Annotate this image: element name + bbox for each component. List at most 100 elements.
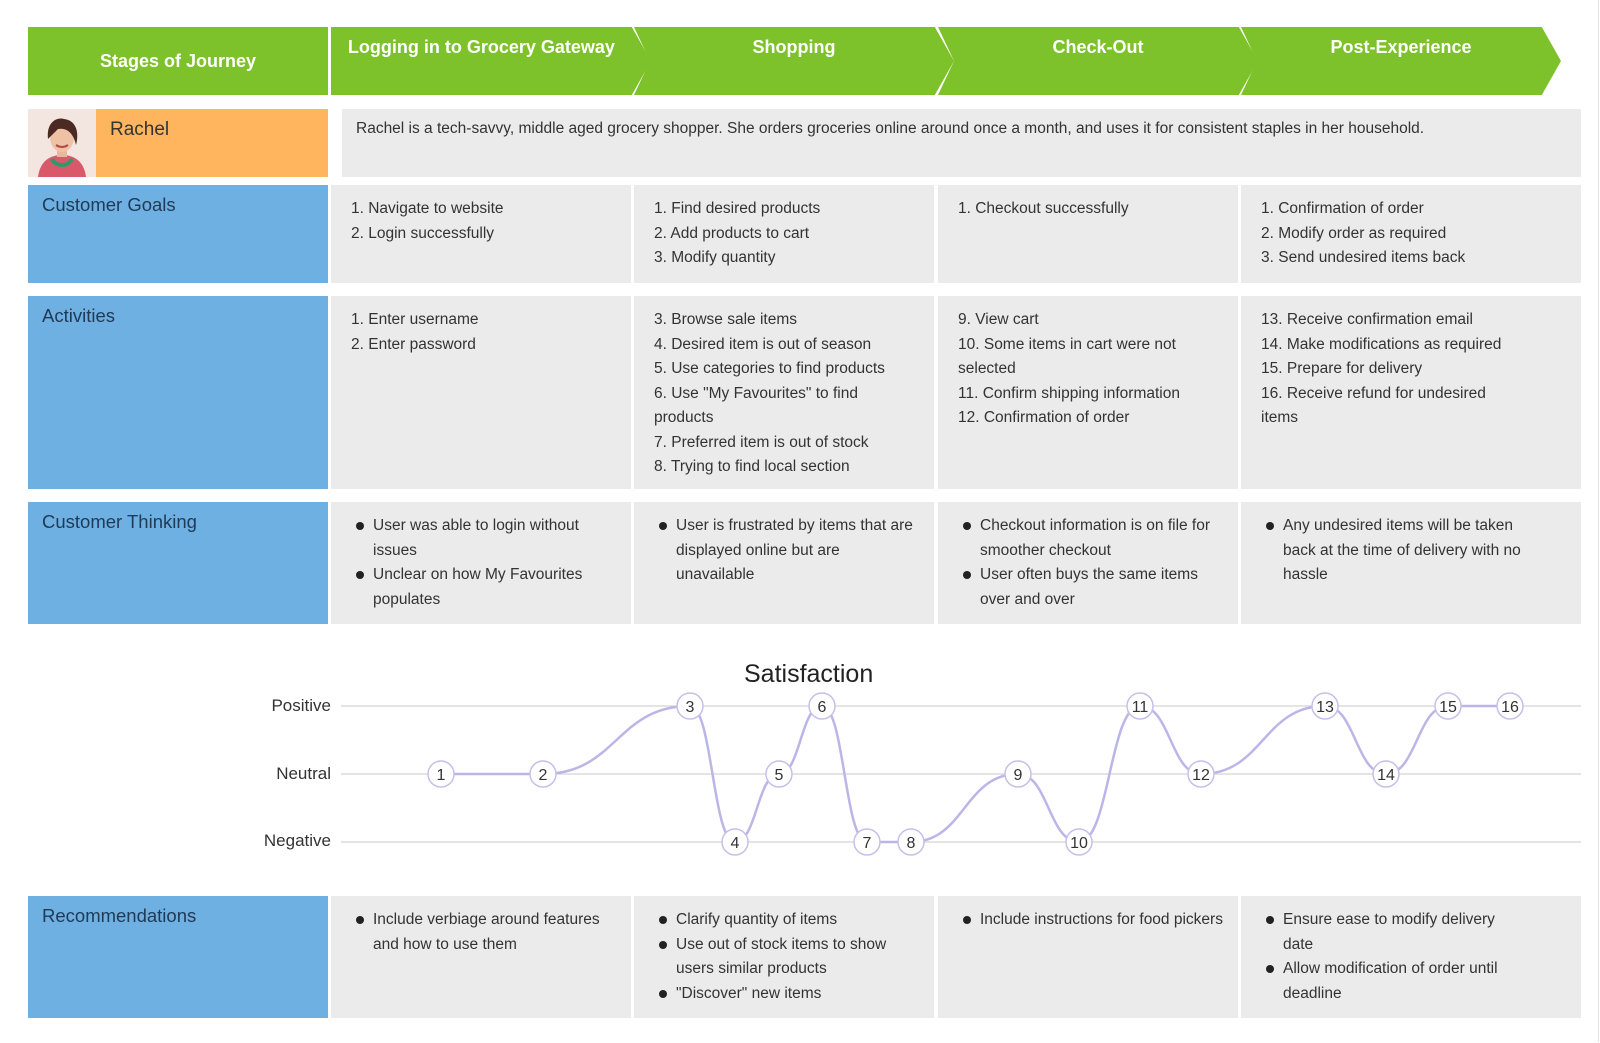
list-item: 1. Checkout successfully <box>958 200 1129 217</box>
satisfaction-point-label-7: 7 <box>863 835 872 852</box>
list-item: 3. Modify quantity <box>654 249 776 266</box>
list-item: Unclear on how My Favourites populates <box>356 563 617 612</box>
list-item: Clarify quantity of items <box>659 908 920 933</box>
satisfaction-point-16 <box>1496 692 1524 720</box>
list-item: 3. Send undesired items back <box>1261 249 1466 266</box>
activities-cell-logging-in: 1. Enter username 2. Enter password <box>331 296 631 489</box>
list-item: 16. Receive refund for undesired items <box>1261 384 1486 427</box>
list-item: Allow modification of order until deadli… <box>1266 957 1527 1006</box>
row-label-customer-thinking: Customer Thinking <box>28 502 328 624</box>
satisfaction-point-label-9: 9 <box>1014 767 1023 784</box>
list-item: 8. Trying to find local section <box>654 458 850 475</box>
list-item: 3. Browse sale items <box>654 311 797 328</box>
goals-cell-post-experience: 1. Confirmation of order 2. Modify order … <box>1241 185 1581 283</box>
satisfaction-point-label-11: 11 <box>1132 699 1149 716</box>
stage-label: Post-Experience <box>1330 37 1472 57</box>
satisfaction-point-label-1: 1 <box>437 767 446 784</box>
satisfaction-point-10 <box>1065 828 1093 856</box>
satisfaction-title: Satisfaction <box>744 660 874 688</box>
activities-cell-shopping: 3. Browse sale items 4. Desired item is … <box>634 296 934 489</box>
thinking-cell-post-experience: Any undesired items will be taken back a… <box>1241 502 1581 624</box>
list-item: 6. Use "My Favourites" to find products <box>654 384 858 427</box>
satisfaction-point-label-12: 12 <box>1192 767 1210 784</box>
satisfaction-point-3 <box>676 692 704 720</box>
satisfaction-point-label-10: 10 <box>1070 835 1088 852</box>
stage-shopping: Shopping <box>634 27 954 95</box>
row-label-activities: Activities <box>28 296 328 489</box>
satisfaction-point-14 <box>1372 760 1400 788</box>
list-item: 1. Find desired products <box>654 200 821 217</box>
list-item: "Discover" new items <box>659 982 920 1007</box>
stages-of-journey-label: Stages of Journey <box>28 27 328 95</box>
satisfaction-point-label-15: 15 <box>1439 699 1457 716</box>
satisfaction-point-label-5: 5 <box>775 767 784 784</box>
goals-cell-shopping: 1. Find desired products 2. Add products … <box>634 185 934 283</box>
list-item: 2. Modify order as required <box>1261 224 1447 242</box>
stage-label: Check-Out <box>1052 37 1144 57</box>
list-item: User often buys the same items over and … <box>963 563 1224 612</box>
persona-portrait-image <box>28 109 96 177</box>
list-item: User is frustrated by items that are dis… <box>659 514 920 588</box>
satisfaction-point-2 <box>529 760 557 788</box>
list-item: 7. Preferred item is out of stock <box>654 433 869 451</box>
stage-check-out: Check-Out <box>938 27 1258 95</box>
list-item: Use out of stock items to show users sim… <box>659 933 920 982</box>
list-item: Include instructions for food pickers <box>963 908 1224 933</box>
level-label-positive: Positive <box>271 696 331 715</box>
goals-cell-logging-in: 1. Navigate to website 2. Login successfu… <box>331 185 631 283</box>
recommendations-cell-logging-in: Include verbiage around features and how… <box>331 896 631 1018</box>
satisfaction-point-5 <box>765 760 793 788</box>
satisfaction-point-15 <box>1434 692 1462 720</box>
persona-description: Rachel is a tech-savvy, middle aged groc… <box>342 109 1581 177</box>
satisfaction-point-label-8: 8 <box>907 835 916 852</box>
satisfaction-point-6 <box>808 692 836 720</box>
satisfaction-point-7 <box>853 828 881 856</box>
level-label-negative: Negative <box>263 831 331 850</box>
list-item: Include verbiage around features and how… <box>356 908 617 957</box>
list-item: 1. Navigate to website <box>351 200 504 217</box>
stage-label: Logging in to Grocery Gateway <box>347 37 615 57</box>
satisfaction-point-1 <box>427 760 455 788</box>
list-item: 4. Desired item is out of season <box>654 335 872 353</box>
list-item: 9. View cart <box>958 311 1039 328</box>
stage-label: Shopping <box>752 37 836 57</box>
thinking-cell-check-out: Checkout information is on file for smoo… <box>938 502 1238 624</box>
row-label-customer-goals: Customer Goals <box>28 185 328 283</box>
list-item: 5. Use categories to find products <box>654 360 885 377</box>
list-item: 2. Login successfully <box>351 224 495 242</box>
satisfaction-point-13 <box>1311 692 1339 720</box>
satisfaction-point-12 <box>1187 760 1215 788</box>
level-label-neutral: Neutral <box>276 764 331 783</box>
thinking-cell-shopping: User is frustrated by items that are dis… <box>634 502 934 624</box>
persona-avatar <box>28 109 96 177</box>
satisfaction-point-label-6: 6 <box>818 699 827 716</box>
list-item: Checkout information is on file for smoo… <box>963 514 1224 563</box>
stage-post-experience: Post-Experience <box>1241 27 1561 95</box>
list-item: 1. Enter username <box>351 311 479 328</box>
list-item: Ensure ease to modify delivery date <box>1266 908 1527 957</box>
list-item: 2. Add products to cart <box>654 224 810 242</box>
list-item: 14. Make modifications as required <box>1261 335 1502 353</box>
stage-logging-in: Logging in to Grocery Gateway <box>331 27 651 95</box>
satisfaction-point-label-13: 13 <box>1316 699 1334 716</box>
recommendations-cell-extension <box>1541 896 1581 1018</box>
list-item: 2. Enter password <box>351 335 476 353</box>
list-item: 11. Confirm shipping information <box>958 384 1180 402</box>
list-item: 12. Confirmation of order <box>958 409 1130 426</box>
activities-cell-post-experience: 13. Receive confirmation email 14. Make … <box>1241 296 1541 489</box>
satisfaction-point-11 <box>1126 692 1154 720</box>
list-item: User was able to login without issues <box>356 514 617 563</box>
activities-cell-check-out: 9. View cart 10. Some items in cart were… <box>938 296 1238 489</box>
satisfaction-point-label-14: 14 <box>1377 767 1395 784</box>
row-label-recommendations: Recommendations <box>28 896 328 1018</box>
activities-cell-extension <box>1541 296 1581 489</box>
recommendations-cell-check-out: Include instructions for food pickers <box>938 896 1238 1018</box>
satisfaction-point-label-16: 16 <box>1501 699 1519 716</box>
list-item: 1. Confirmation of order <box>1261 200 1424 217</box>
list-item: 13. Receive confirmation email <box>1261 311 1473 328</box>
satisfaction-point-8 <box>897 828 925 856</box>
